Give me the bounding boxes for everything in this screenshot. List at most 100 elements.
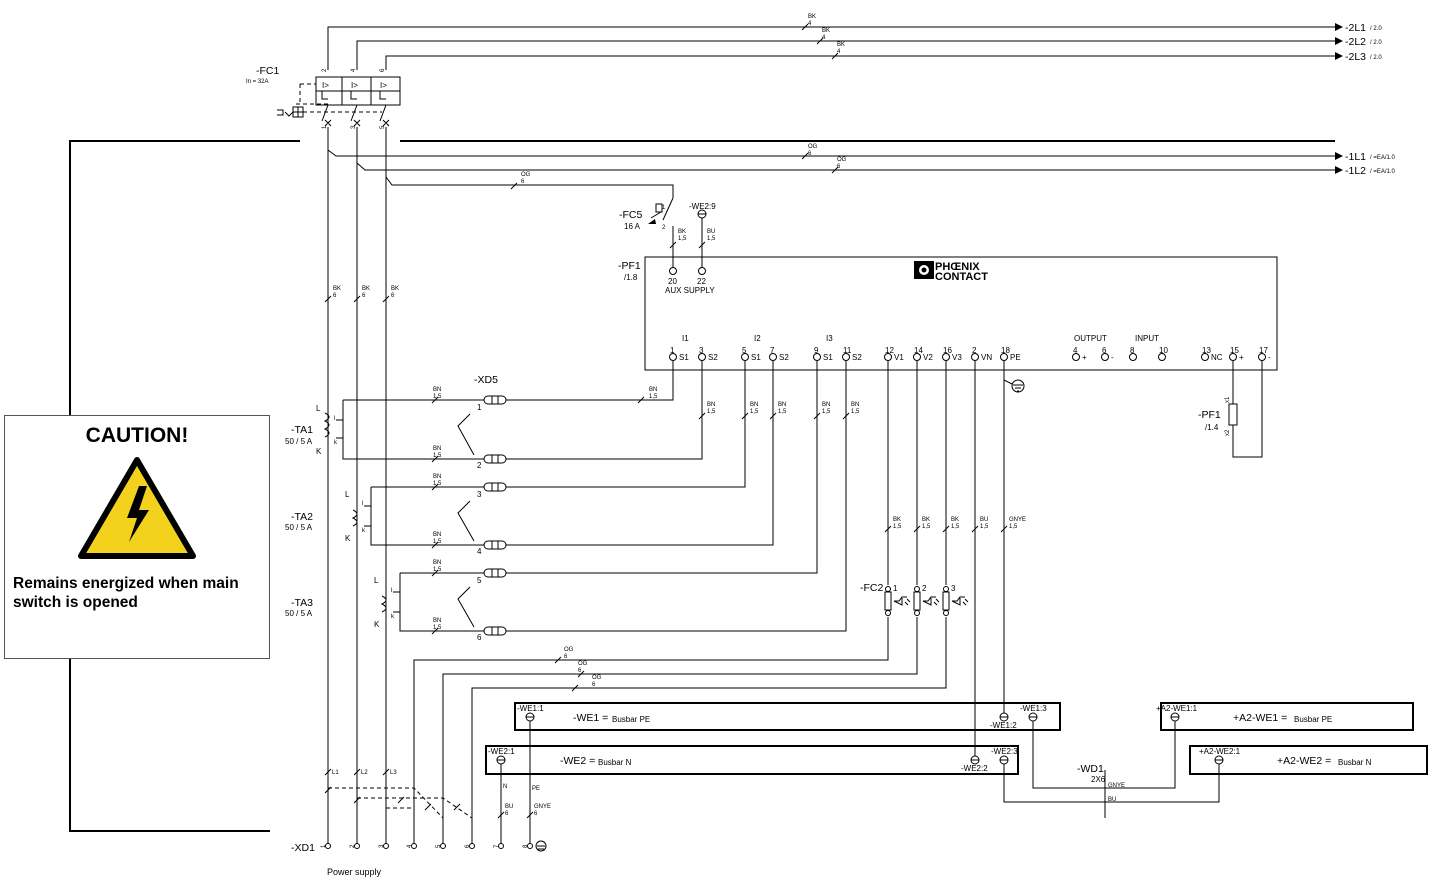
output-1l1-ref: / =EA/1.0 — [1370, 155, 1396, 161]
pf1-pin-label: S2 — [852, 353, 862, 362]
fc2-fuse-body — [942, 591, 950, 611]
wire-color: BN — [433, 618, 441, 624]
xd5-terminal-number: 3 — [477, 490, 482, 499]
phase-label: L1 — [332, 770, 339, 776]
coil-term: x1 — [1225, 396, 1231, 403]
wire-color: BN — [822, 402, 830, 408]
busbar-we2: -WE2:1 -WE2 = Busbar N -WE2:2 -WE2:3 — [485, 745, 1019, 775]
indicator-led-icon — [893, 595, 907, 606]
pf1-pin-terminal — [1072, 353, 1080, 361]
wire-size: 4 — [837, 49, 841, 55]
wire-size: 6 — [362, 293, 366, 299]
wire-color: BN — [433, 474, 441, 480]
pf1-pin-terminal — [842, 353, 850, 361]
wire-color: BK — [822, 28, 830, 34]
fc2-terminal — [914, 610, 920, 616]
group-label: I1 — [682, 334, 689, 343]
aux-pin: 22 — [697, 277, 706, 286]
busbar-a2-we2: +A2-WE2:1 +A2-WE2 = Busbar N — [1189, 745, 1428, 775]
wire-size: 1,5 — [750, 409, 759, 415]
wire-size: 1,5 — [433, 481, 442, 487]
pf1-pin-number: 17 — [1259, 346, 1268, 355]
fc1-rating: In = 32A — [246, 79, 269, 85]
wire-color: BN — [707, 402, 715, 408]
wire-size: 1,5 — [822, 409, 831, 415]
fc5-pin: 2 — [662, 225, 666, 231]
wire-size: 6 — [837, 164, 841, 170]
wire-size: 6 — [391, 293, 395, 299]
fc2-fuse-body — [913, 591, 921, 611]
pf1-pin-terminal — [1258, 353, 1266, 361]
wire-color: BN — [778, 402, 786, 408]
fc2-pole-number: 3 — [951, 584, 956, 593]
we2-name: -WE2 = — [560, 755, 595, 767]
pf1-pin-terminal — [769, 353, 777, 361]
wire-size: 4 — [822, 35, 826, 41]
output-2l1-ref: / 2.0 — [1370, 26, 1382, 32]
pf1-pin-number: 10 — [1159, 346, 1168, 355]
wd1-spec: 2X6 — [1091, 775, 1106, 784]
xd5-terminal — [483, 626, 507, 636]
pf1-pin-number: 4 — [1073, 346, 1078, 355]
a2we1-name: +A2-WE1 = — [1233, 712, 1287, 724]
pf1-coil-name: -PF1 — [1198, 409, 1221, 421]
output-2l1: -2L1 — [1345, 22, 1366, 34]
pf1-pin-label: V3 — [952, 353, 962, 362]
we2-9-label: -WE2:9 — [689, 202, 716, 211]
wire-size: 1,5 — [778, 409, 787, 415]
wd1-name: -WD1 — [1077, 763, 1104, 775]
wire-size: 1,5 — [707, 236, 716, 242]
output-2l2-ref: / 2.0 — [1370, 40, 1382, 46]
wire-size: 1,5 — [851, 409, 860, 415]
fc1-pin: 4 — [351, 68, 357, 72]
wire-color: BN — [433, 387, 441, 393]
xd1-terminal-number: 4 — [407, 844, 413, 848]
xd5-terminal — [483, 568, 507, 578]
fc2-name: -FC2 — [860, 582, 883, 594]
ta-term-k: K — [345, 534, 351, 543]
fc1-pin: 1 — [322, 125, 328, 129]
pf1-name: -PF1 — [618, 260, 641, 272]
pf1-pin-row: 1S13S25S17S29S111S212V114V216V32VN18PE4+… — [669, 346, 1271, 362]
xd1-terminal — [498, 843, 504, 849]
wire-color: BK — [893, 517, 901, 523]
fc2-terminal — [914, 586, 920, 592]
caution-placard: CAUTION! Remains energized when main swi… — [4, 415, 270, 659]
logo-text: PHŒNIX — [935, 261, 980, 273]
ta-term-k: K — [316, 447, 322, 456]
pf1-pin-terminal — [813, 353, 821, 361]
a2we1-desc: Busbar PE — [1294, 715, 1332, 724]
breaker-fc1: -FC1 In = 32A 2 4 6 I> I> I> 1 3 5 — [246, 65, 401, 129]
pf1-pin-number: 7 — [770, 346, 775, 355]
xd1-terminal — [411, 843, 417, 849]
wire-color: BN — [649, 387, 657, 393]
pf1-pin-label: V2 — [923, 353, 933, 362]
xd5-terminal-number: 4 — [477, 547, 482, 556]
aux-breaker-fc5: OG 6 1 2 -FC5 16 A -WE2:9 BK 1,5 BU 1,5 — [385, 172, 716, 268]
pf1-pin-number: 15 — [1230, 346, 1239, 355]
aux-supply-label: AUX SUPPLY — [665, 286, 715, 295]
ta-term-l: L — [316, 404, 321, 413]
wire-color: OG — [521, 172, 531, 178]
fc2-fuse-body — [884, 591, 892, 611]
fc1-trip: I> — [380, 81, 387, 90]
wire-size: 1,5 — [649, 394, 658, 400]
xd1-terminal-number: 1 — [321, 844, 327, 848]
caution-text: Remains energized when main switch is op… — [13, 575, 239, 611]
pf1-pin-number: 1 — [670, 346, 675, 355]
ta-sec-l: l — [334, 416, 335, 422]
wire-color: BK — [951, 517, 959, 523]
ta-sec-k: k — [362, 528, 366, 534]
pf1-pin-number: 12 — [885, 346, 894, 355]
a2we2-name: +A2-WE2 = — [1277, 755, 1331, 767]
pf1-pin-label: - — [1268, 353, 1271, 362]
pf1-coil-ref: /1.4 — [1205, 423, 1219, 432]
we2-desc: Busbar N — [598, 758, 632, 767]
wire-color: BK — [362, 286, 370, 292]
pf1-pin-label: V1 — [894, 353, 904, 362]
fc2-terminal — [943, 586, 949, 592]
wire-color: BN — [750, 402, 758, 408]
pf1-pin-number: 5 — [742, 346, 747, 355]
